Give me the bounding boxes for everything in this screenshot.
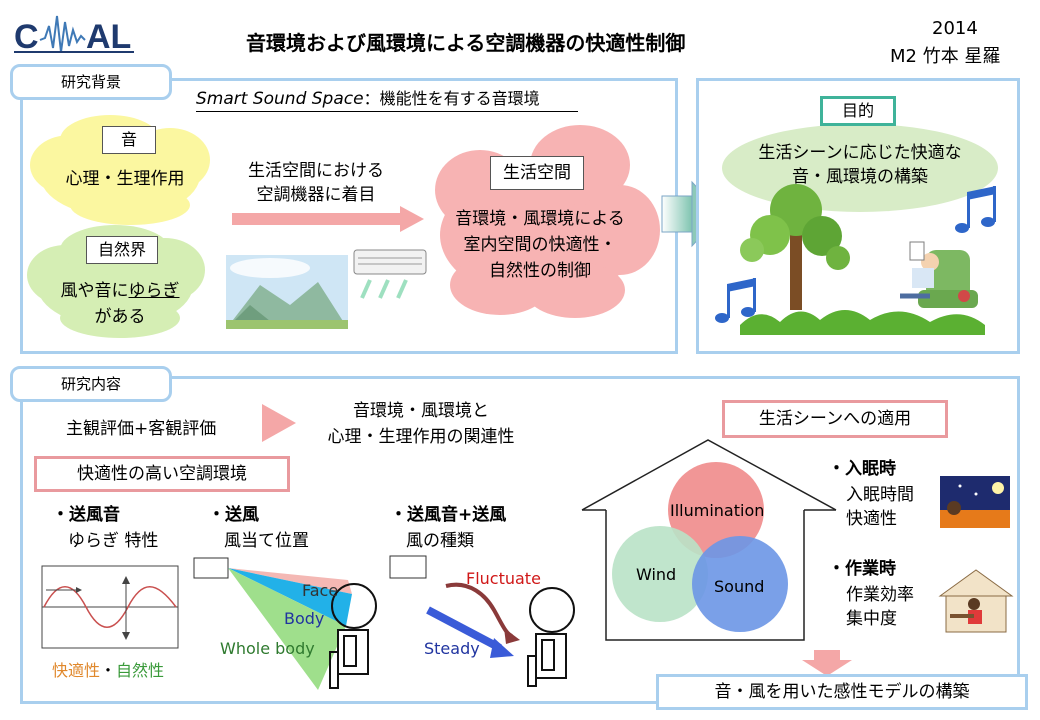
living-line-2: 室内空間の快適性・ [463, 235, 617, 255]
person-reading-image [900, 241, 978, 308]
wind-label: Wind [636, 565, 677, 584]
chart-label: 快適性・自然性 [52, 658, 164, 684]
focus-arrow [232, 206, 424, 232]
item2-sub: 風当て位置 [224, 531, 309, 551]
sound-label: Sound [714, 577, 765, 596]
eval-arrow [262, 404, 296, 442]
logo: C AL [12, 8, 142, 58]
nature-text-2: がある [94, 307, 146, 327]
whole-body-label: Whole body [220, 639, 315, 658]
music-note-icon-right [955, 186, 996, 233]
nature-box: 自然界 [86, 236, 158, 264]
grass-image [740, 310, 985, 335]
living-line-1: 音環境・風環境による [455, 209, 625, 229]
purpose-line-2: 音・風環境の構築 [792, 167, 928, 187]
smart-sound-subtitle: ：機能性を有する音環境 [363, 89, 540, 108]
final-box: 音・風を用いた感性モデルの構築 [656, 674, 1028, 710]
work-title: ・作業時 [828, 559, 896, 579]
svg-text:C: C [14, 18, 40, 56]
landscape-image [226, 255, 348, 329]
item1-title: ・送風音 [52, 505, 120, 525]
life-scene-box: 生活シーンへの適用 [722, 400, 948, 438]
work-line-2: 集中度 [846, 609, 897, 629]
nature-text-underline: ゆらぎ [128, 281, 180, 301]
content-tag: 研究内容 [10, 366, 172, 402]
face-label: Face [302, 581, 339, 600]
steady-label: Steady [424, 639, 480, 658]
year-label: 2014 [932, 18, 978, 39]
wind-type-diagram [389, 555, 520, 658]
sleep-line-1: 入眠時間 [846, 485, 914, 505]
smart-sound-underline [196, 111, 578, 112]
smart-sound-title: Smart Sound Space [196, 89, 364, 109]
sleep-image [940, 476, 1010, 528]
relation-line-1: 音環境・風環境と [353, 401, 489, 421]
focus-line-1: 生活空間における [248, 161, 384, 181]
work-image [938, 569, 1014, 633]
sleep-title: ・入眠時 [828, 459, 896, 479]
chart-label-comfort: 快適性 [52, 661, 101, 680]
chart-label-nature: 自然性 [116, 661, 165, 680]
eval-text: 主観評価+客観評価 [66, 419, 217, 439]
sound-text: 心理・生理作用 [65, 169, 185, 189]
author-label: M2 竹本 星羅 [890, 46, 1001, 67]
chart-label-dot: ・ [100, 661, 117, 680]
final-arrow [802, 650, 852, 676]
relation-line-2: 心理・生理作用の関連性 [327, 427, 515, 447]
tree-image [740, 184, 850, 310]
illumination-label: Illumination [670, 501, 765, 520]
house-diagram [581, 439, 837, 641]
person-icon-1 [329, 583, 377, 689]
svg-text:AL: AL [86, 18, 131, 56]
fluctuate-label: Fluctuate [466, 569, 541, 588]
wind-position-diagram [193, 557, 352, 690]
background-tag: 研究背景 [10, 64, 172, 100]
body-label: Body [284, 609, 325, 628]
focus-line-2: 空調機器に着目 [256, 185, 376, 205]
music-note-icon-left [715, 278, 756, 323]
nature-text: 風や音にゆらぎ [40, 278, 200, 304]
item1-sub: ゆらぎ 特性 [68, 531, 159, 551]
page-title: 音環境および風環境による空調機器の快適性制御 [246, 31, 686, 55]
smart-sound-heading: Smart Sound Space：機能性を有する音環境 [196, 86, 540, 112]
work-line-1: 作業効率 [846, 585, 914, 605]
item3-title: ・送風音+送風 [390, 505, 507, 525]
purpose-line-1: 生活シーンに応じた快適な [758, 143, 962, 163]
fluctuation-chart [41, 565, 179, 649]
comfort-box: 快適性の高い空調環境 [34, 456, 290, 492]
living-line-3: 自然性の制御 [489, 261, 591, 281]
air-conditioner-icon [353, 249, 427, 299]
sleep-line-2: 快適性 [846, 509, 897, 529]
sound-box: 音 [102, 126, 156, 154]
item3-sub: 風の種類 [406, 531, 474, 551]
nature-text-1: 風や音に [60, 281, 129, 301]
item2-title: ・送風 [208, 505, 259, 525]
green-cloud [27, 225, 205, 338]
purpose-tag: 目的 [820, 96, 896, 126]
logo-graphic: C AL [14, 15, 134, 56]
person-icon-2 [527, 587, 575, 687]
living-box: 生活空間 [490, 156, 584, 190]
